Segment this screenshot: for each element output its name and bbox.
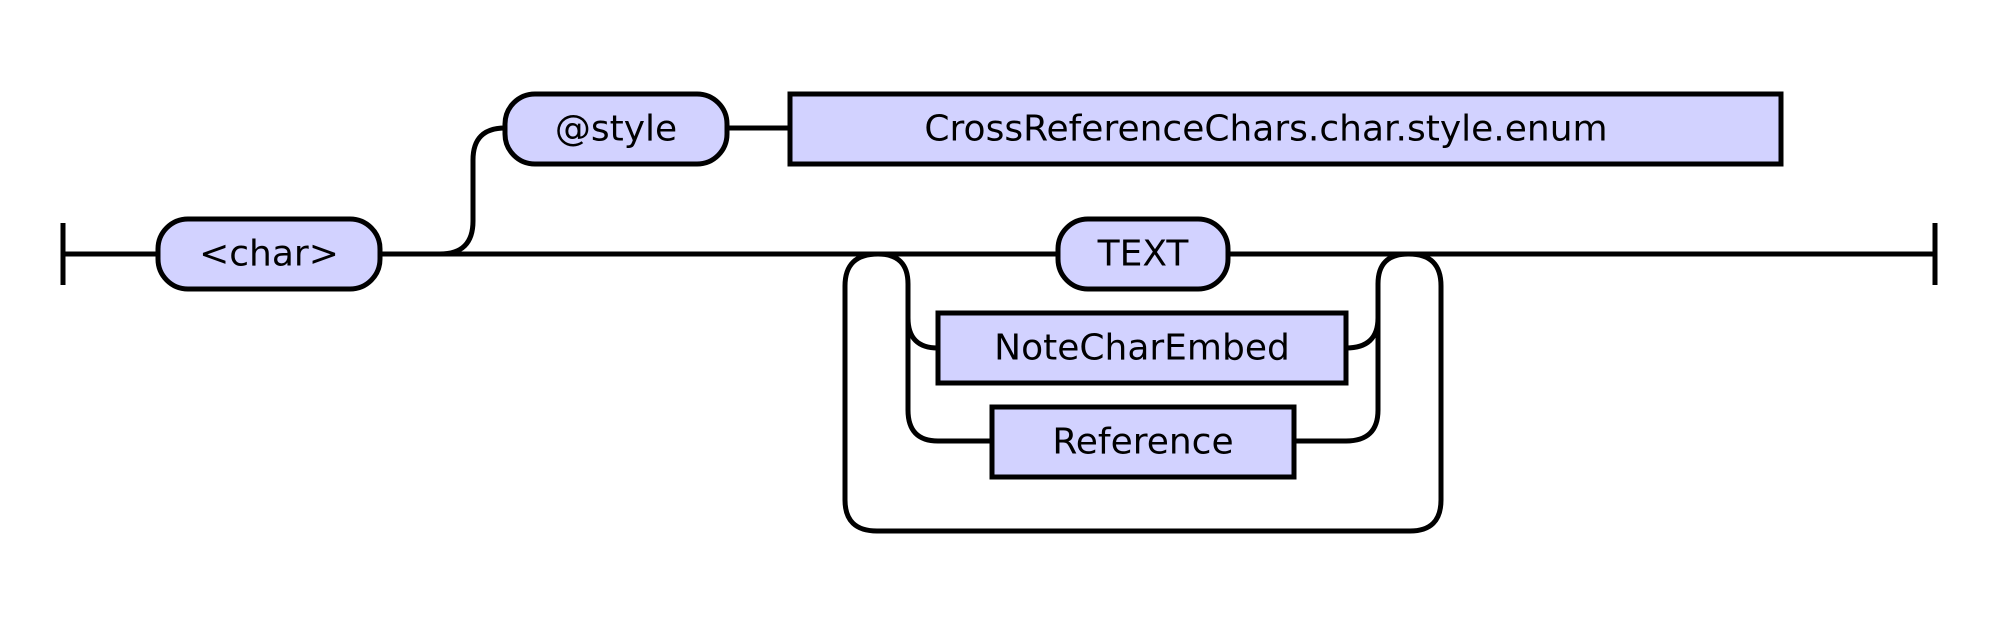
node-text: TEXT [1055,216,1231,292]
reference-label: Reference [1052,422,1233,463]
diagram-end-marker [1845,223,1938,285]
reference-branch-left [905,318,992,444]
diagram-start-marker [60,223,158,285]
note-branch-left [877,251,939,351]
reference-box [989,404,1297,480]
node-char-element: <char> [155,216,383,292]
repeat-loop [842,251,1444,534]
connector-lines [380,125,1845,534]
note-branch-right [1345,251,1409,351]
reference-branch-right [1294,318,1381,444]
text-box [1055,216,1231,292]
text-label: TEXT [1097,234,1190,275]
node-style-attribute: @style [502,91,730,167]
note-char-embed-label: NoteCharEmbed [994,328,1290,369]
style-attribute-label: @style [555,109,677,150]
node-style-enum: CrossReferenceChars.char.style.enum [787,91,1784,167]
style-enum-box [787,91,1784,167]
style-attribute-box [502,91,730,167]
style-branch-line [439,125,506,257]
note-char-embed-box [935,310,1349,386]
node-note-char-embed: NoteCharEmbed [935,310,1349,386]
char-element-box [155,216,383,292]
node-reference: Reference [989,404,1297,480]
style-enum-label: CrossReferenceChars.char.style.enum [924,109,1607,150]
char-element-label: <char> [199,234,339,275]
